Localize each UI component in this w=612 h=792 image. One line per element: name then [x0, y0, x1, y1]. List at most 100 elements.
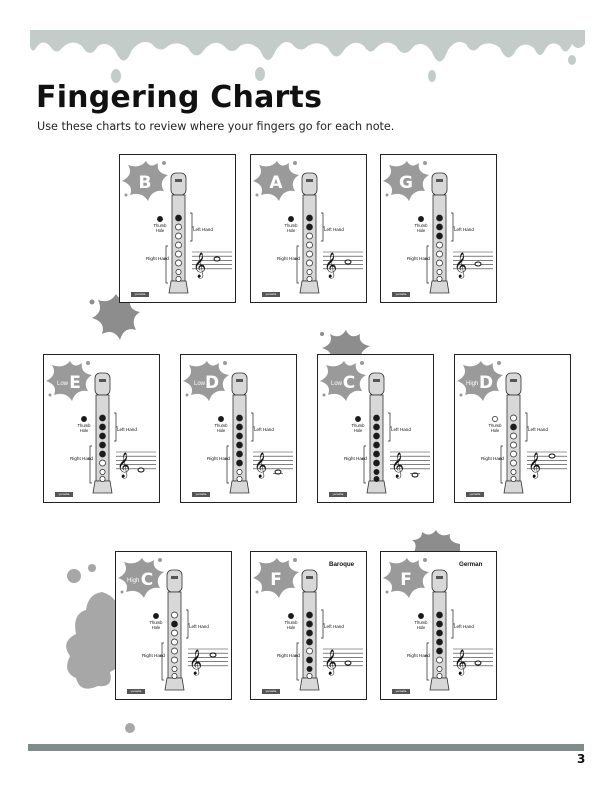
finger-hole: [175, 276, 182, 282]
finger-hole: [436, 629, 443, 637]
left-hand-label: Left Hand: [454, 227, 474, 232]
left-hand-label: Left Hand: [454, 624, 474, 629]
finger-hole: [171, 629, 178, 637]
finger-hole: [436, 656, 443, 664]
finger-hole: [171, 656, 178, 664]
note-modifier: Low: [194, 381, 206, 387]
finger-hole: [436, 666, 443, 672]
right-hand-bracket: [425, 245, 429, 284]
brand-logo: yamaha: [466, 492, 484, 497]
finger-hole: [171, 638, 178, 646]
right-hand-label: Right Hand: [407, 256, 430, 261]
fingering-diagram: 𝄞: [122, 161, 232, 294]
recorder-foot: [299, 677, 320, 691]
fingering-variant-label: Baroque: [329, 561, 355, 568]
finger-hole: [236, 450, 243, 458]
splash-dot: [423, 161, 427, 165]
recorder-foot: [429, 280, 450, 294]
note-head: [411, 472, 419, 478]
recorder-window: [373, 379, 380, 382]
left-hand-label: Left Hand: [117, 427, 137, 432]
finger-hole: [306, 250, 313, 258]
finger-hole: [436, 638, 443, 646]
recorder-window: [99, 379, 106, 382]
finger-hole: [171, 647, 178, 655]
finger-hole: [510, 441, 517, 449]
paint-splash-decoration: [320, 330, 370, 360]
splash-dot: [293, 161, 297, 165]
note-head: [274, 469, 282, 475]
finger-hole: [436, 611, 443, 619]
finger-hole: [171, 673, 178, 679]
recorder-window: [306, 179, 313, 182]
note-name: B: [138, 173, 152, 193]
note-splash: [118, 558, 164, 598]
brand-logo: yamaha: [55, 492, 73, 497]
finger-hole: [236, 423, 243, 431]
finger-hole: [373, 450, 380, 458]
note-modifier: High: [127, 578, 140, 584]
finger-hole: [510, 476, 517, 482]
finger-hole: [306, 241, 313, 249]
finger-hole: [175, 250, 182, 258]
recorder-head: [431, 569, 448, 593]
thumb-hole: [81, 416, 87, 422]
thumb-hole-label: Thumb Hole: [414, 223, 428, 233]
recorder-head: [94, 372, 111, 396]
note-name: A: [269, 173, 283, 193]
finger-hole: [99, 450, 106, 458]
right-hand-label: Right Hand: [207, 456, 230, 461]
note-splash: [122, 161, 168, 201]
thumb-hole-label: Thumb Hole: [488, 423, 502, 433]
fingering-diagram: 𝄞: [383, 558, 493, 691]
thumb-hole: [418, 216, 424, 222]
finger-hole: [171, 620, 178, 628]
thumb-hole-label: Thumb Hole: [149, 620, 163, 630]
recorder-window: [236, 379, 243, 382]
finger-hole: [306, 656, 313, 664]
left-hand-label: Left Hand: [391, 427, 411, 432]
recorder-foot: [299, 280, 320, 294]
finger-hole: [436, 232, 443, 240]
splash-dot: [385, 590, 389, 594]
thumb-hole-label: Thumb Hole: [153, 223, 167, 233]
left-hand-label: Left Hand: [324, 624, 344, 629]
recorder-head: [301, 569, 318, 593]
finger-hole: [436, 259, 443, 267]
right-hand-bracket: [164, 245, 168, 284]
finger-hole: [306, 214, 313, 222]
finger-hole: [236, 476, 243, 482]
brand-logo: yamaha: [392, 689, 410, 694]
fingering-diagram: 𝄞: [183, 361, 293, 494]
finger-hole: [306, 611, 313, 619]
note-head: [137, 467, 145, 473]
finger-hole: [436, 241, 443, 249]
note-splash: [253, 558, 299, 598]
finger-hole: [373, 469, 380, 475]
finger-hole: [175, 214, 182, 222]
brand-logo: yamaha: [329, 492, 347, 497]
recorder-window: [436, 576, 443, 579]
fingering-variant-label: German: [459, 561, 483, 568]
thumb-hole: [153, 613, 159, 619]
left-hand-bracket: [525, 412, 529, 442]
finger-hole: [373, 441, 380, 449]
splash-dot: [162, 161, 166, 165]
finger-hole: [510, 450, 517, 458]
splash-dot: [322, 393, 326, 397]
note-name: C: [342, 373, 356, 393]
right-hand-label: Right Hand: [277, 256, 300, 261]
paint-splash-decoration: [66, 564, 135, 733]
note-head: [344, 660, 352, 666]
paint-drop: [568, 55, 576, 65]
paint-drop: [111, 69, 121, 83]
treble-clef: 𝄞: [193, 252, 206, 278]
treble-clef: 𝄞: [117, 452, 130, 478]
brand-logo: yamaha: [127, 689, 145, 694]
recorder-foot: [164, 677, 185, 691]
left-hand-bracket: [190, 212, 194, 242]
footer-bar: [28, 744, 584, 751]
